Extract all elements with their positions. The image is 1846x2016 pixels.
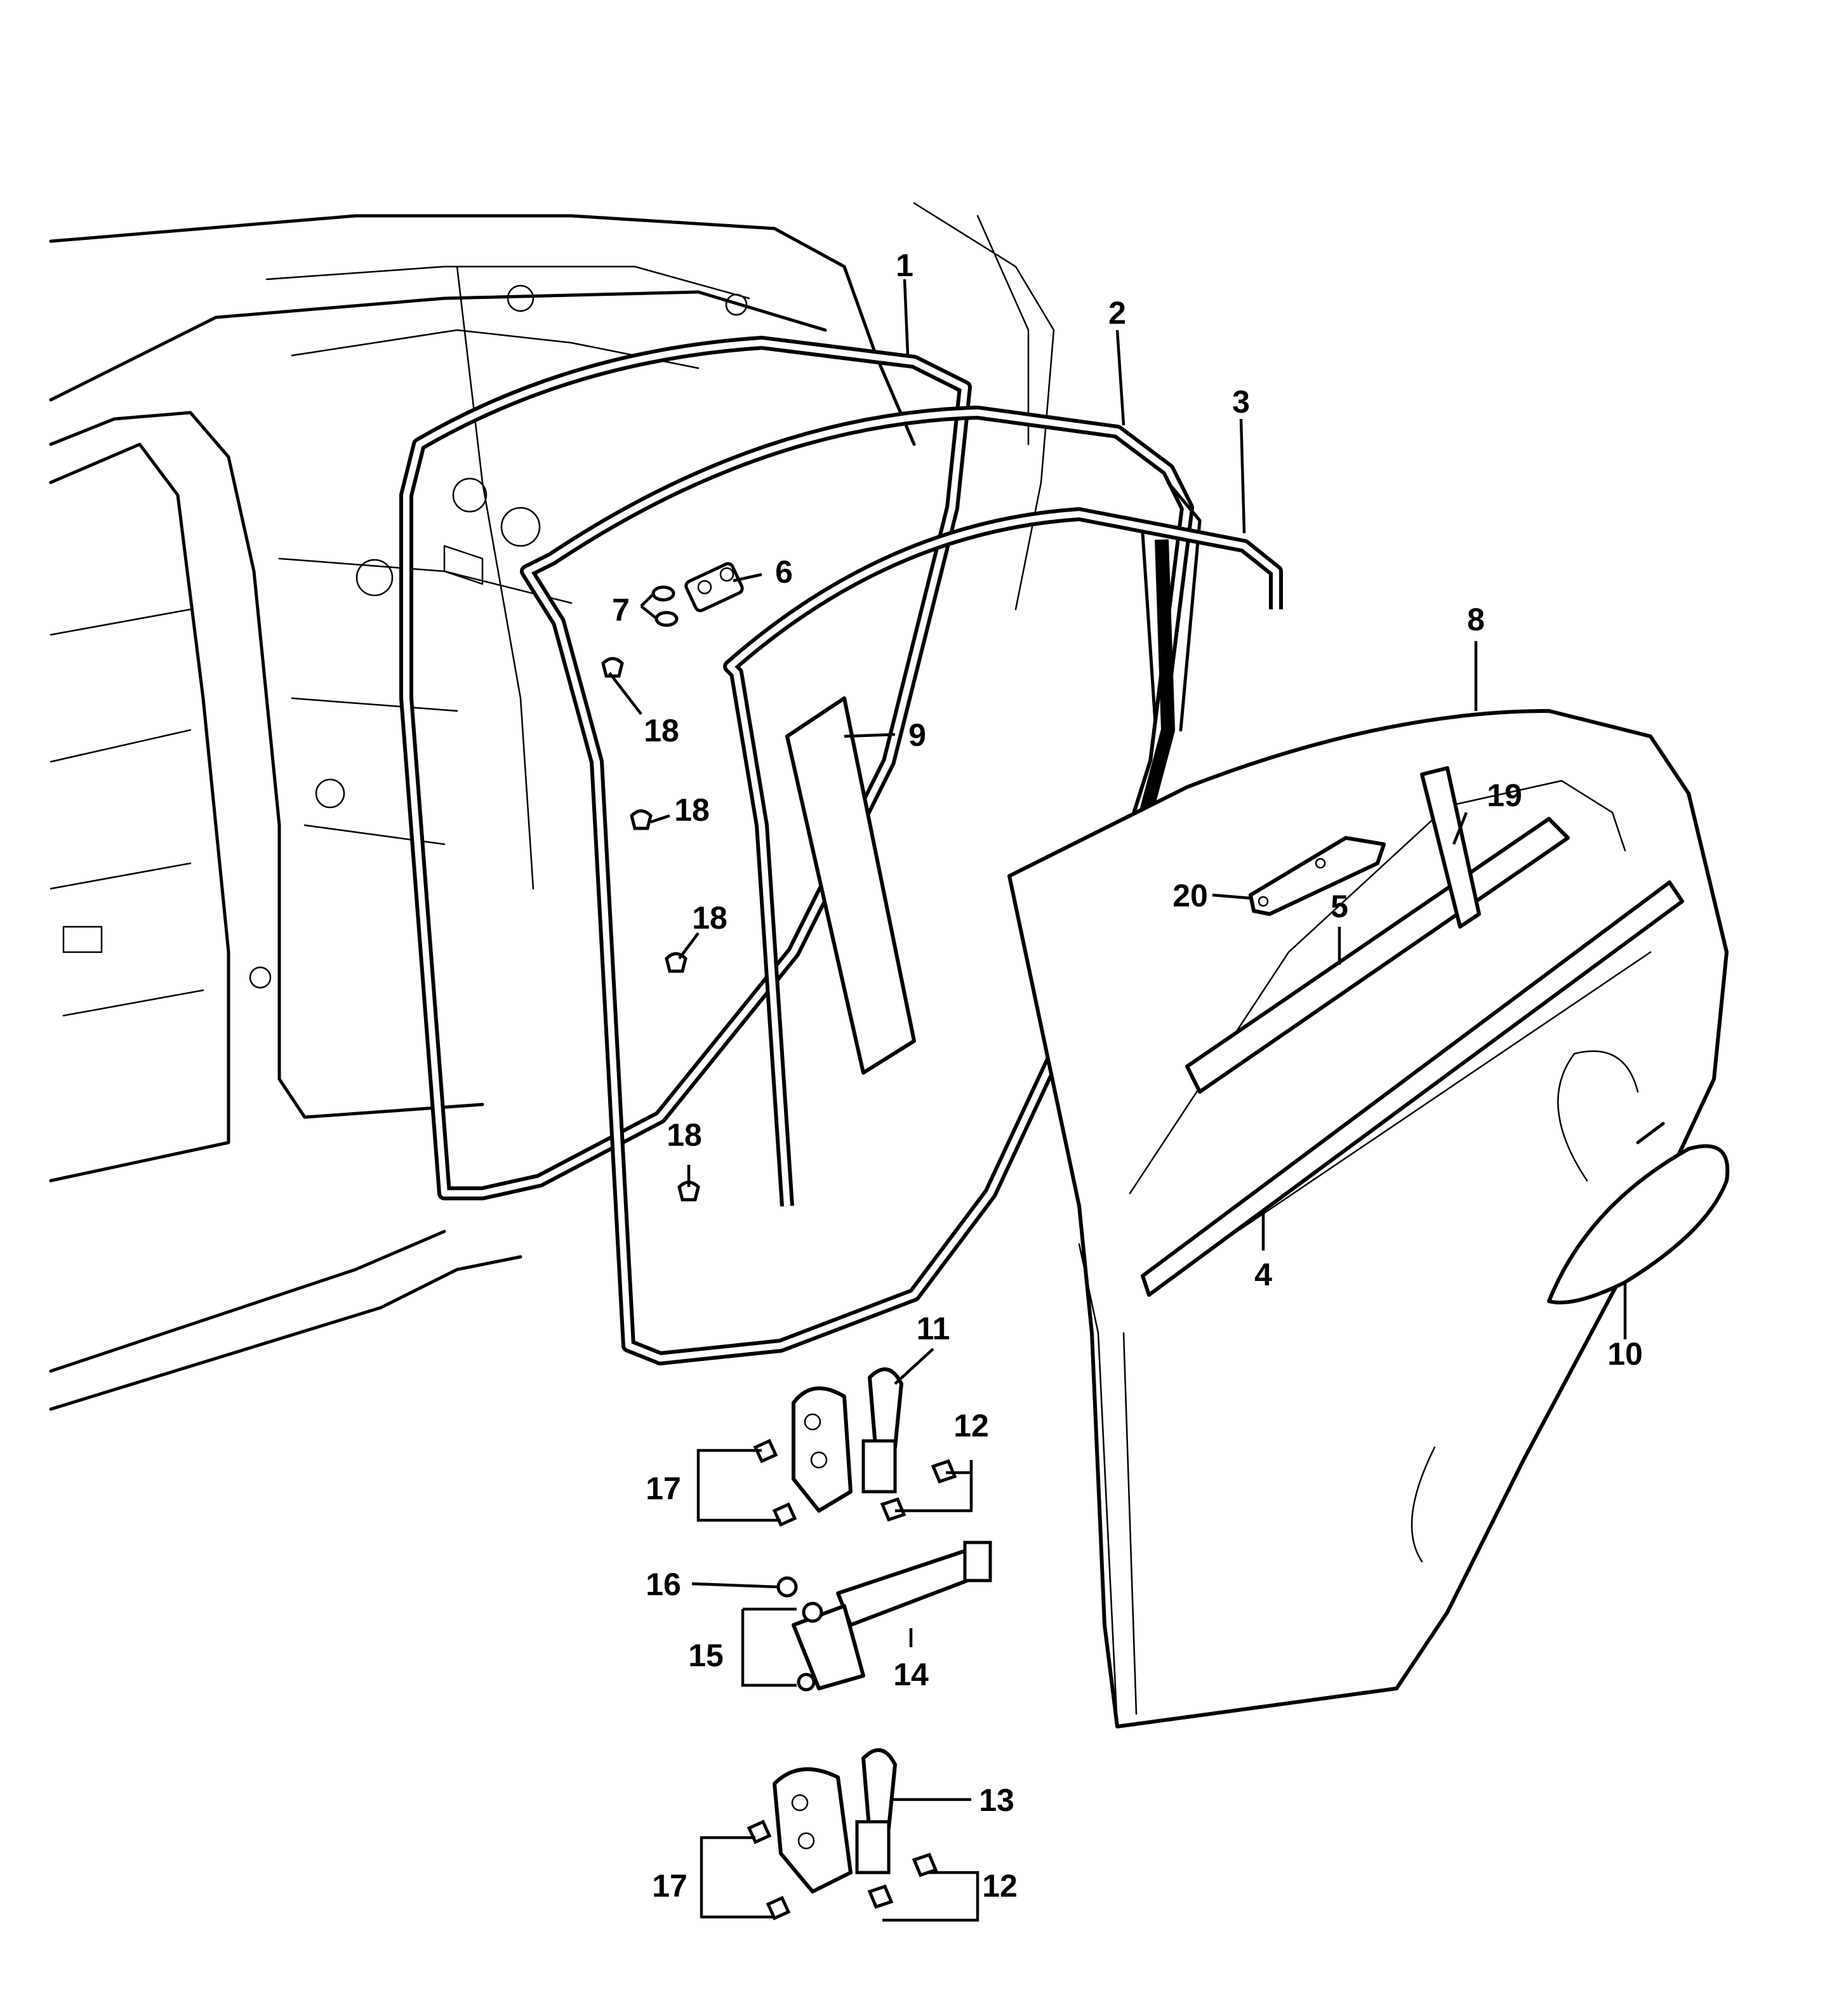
callout-17-lower: 17: [652, 1868, 687, 1904]
callout-18-b: 18: [674, 792, 710, 828]
callout-13: 13: [979, 1782, 1014, 1818]
callout-7: 7: [612, 592, 630, 628]
callout-18-c: 18: [692, 900, 727, 936]
reinforcement-bracket: [1249, 836, 1386, 916]
callout-14: 14: [893, 1657, 929, 1692]
callout-leaders: [608, 279, 1627, 1922]
upper-hinge: [753, 1367, 957, 1527]
callout-12-lower: 12: [982, 1868, 1018, 1904]
callout-17-upper: 17: [646, 1471, 681, 1506]
vehicle-body-side: [49, 202, 1055, 1411]
striker-hardware: [651, 562, 744, 627]
lower-hinge: [747, 1748, 938, 1921]
callout-11: 11: [917, 1311, 950, 1346]
pillar-applique: [785, 696, 916, 1075]
callout-18-d: 18: [667, 1117, 702, 1153]
vertical-seal-strip: [1420, 766, 1481, 929]
door-weatherstrip: [520, 406, 1202, 1365]
callout-12-upper: 12: [953, 1408, 989, 1443]
callout-10: 10: [1607, 1336, 1643, 1372]
rear-door-shell: [1007, 709, 1729, 1728]
outside-door-handle: [1547, 1122, 1730, 1304]
callout-18-a: 18: [644, 713, 679, 748]
callout-3: 3: [1232, 384, 1250, 420]
callout-6: 6: [775, 554, 793, 590]
callout-5: 5: [1331, 889, 1348, 924]
door-check-link: [776, 1541, 992, 1692]
callout-15: 15: [688, 1638, 724, 1673]
callout-16: 16: [646, 1567, 681, 1602]
glass-run-channel: [723, 507, 1283, 1207]
callout-9: 9: [908, 717, 926, 753]
callout-2: 2: [1108, 295, 1126, 331]
callout-8: 8: [1467, 602, 1485, 637]
callout-19: 19: [1487, 778, 1522, 813]
callout-4: 4: [1254, 1257, 1272, 1292]
callout-20: 20: [1172, 878, 1208, 913]
callout-1: 1: [896, 248, 913, 283]
retainer-clips: [601, 657, 700, 1202]
body-side-weatherstrip: [399, 336, 972, 1200]
